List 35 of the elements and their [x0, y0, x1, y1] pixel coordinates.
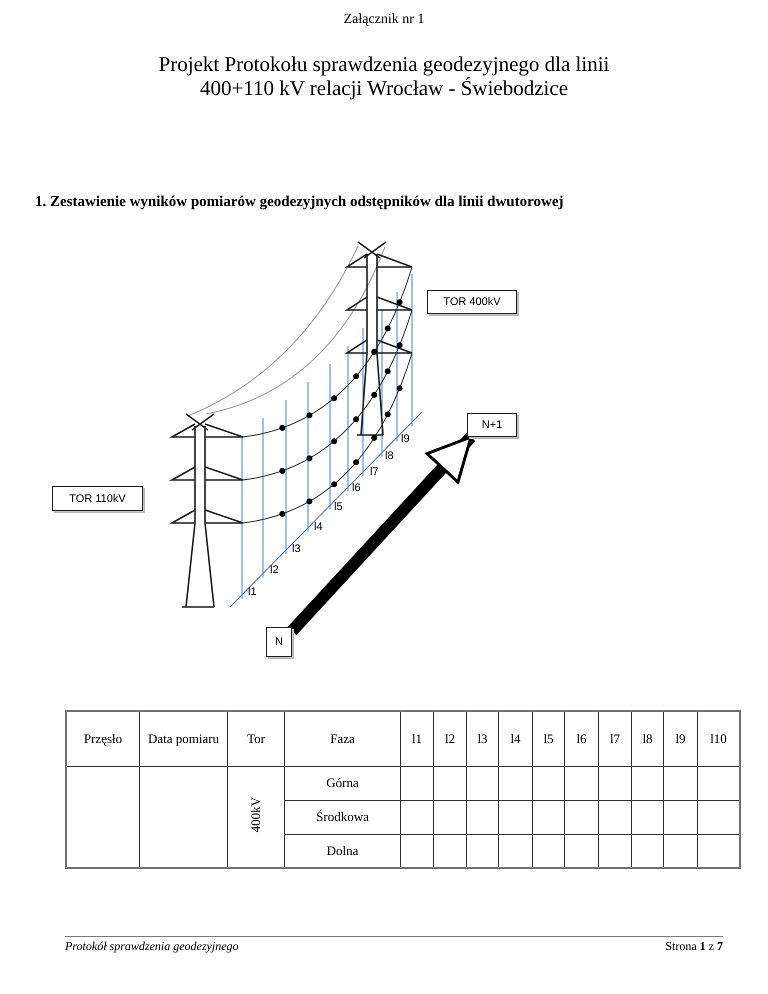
table-cell: Data pomiaru [140, 711, 228, 766]
table-cell: l3 [466, 711, 498, 766]
measurement-label: l2 [270, 564, 279, 576]
table-cell: l2 [434, 711, 466, 766]
table-cell: l9 [664, 711, 698, 766]
table-cell: l5 [532, 711, 564, 766]
label-box: N+1 [467, 413, 517, 437]
table-cell: Górna [284, 766, 400, 800]
measurement-label: l9 [401, 433, 410, 445]
label-box: TOR 110kV [52, 486, 143, 511]
table-cell: Środkowa [284, 800, 400, 834]
table-cell: Przęsło [66, 711, 140, 766]
page-number: Strona 1 z 7 [665, 939, 723, 954]
rotated-label: 400kV [248, 797, 264, 832]
annex-label: Załącznik nr 1 [342, 12, 426, 28]
measurement-label: l3 [292, 543, 301, 555]
table-cell: l7 [598, 711, 632, 766]
measurement-label: l4 [314, 521, 323, 533]
measurement-label: l7 [370, 466, 379, 478]
label-box: TOR 400kV [427, 290, 517, 314]
table-cell: l8 [632, 711, 664, 766]
table-cell: l4 [498, 711, 532, 766]
measurement-label: l8 [385, 450, 394, 462]
page-title: Projekt Protokołu sprawdzenia geodezyjnego dla linii 400+110 kV relacji Wrocław - Świebodzice [158, 52, 610, 100]
measurement-label: l5 [334, 501, 343, 513]
measurement-label: l1 [248, 586, 257, 598]
section-heading: 1. Zestawienie wyników pomiarów geodezyjnych odstępników dla linii dwutorowej [35, 194, 564, 211]
table-cell: Tor [228, 711, 284, 766]
table-cell: l1 [400, 711, 434, 766]
label-box: N [266, 627, 292, 657]
measurement-label: l6 [352, 482, 361, 494]
footer-text: Protokół sprawdzenia geodezyjnego [65, 939, 239, 954]
arrow [288, 432, 476, 636]
table-cell: l6 [564, 711, 598, 766]
table-cell: Faza [284, 711, 400, 766]
